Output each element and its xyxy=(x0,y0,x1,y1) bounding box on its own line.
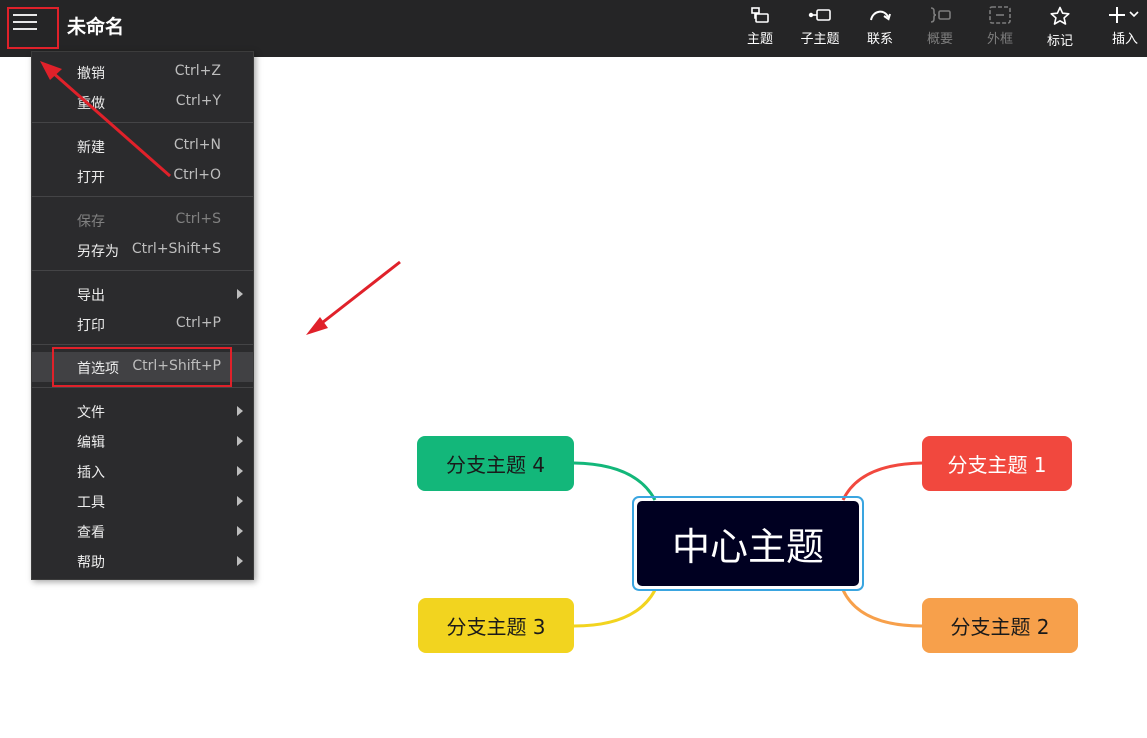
annotation-arrow-head xyxy=(306,317,328,335)
marker-label: 标记 xyxy=(1046,34,1073,49)
relationship-icon xyxy=(870,10,891,21)
branch-topic-4[interactable]: 分支主题 4 xyxy=(417,436,574,491)
star-icon xyxy=(1050,6,1070,25)
menu-item-shortcut: Ctrl+Z xyxy=(174,63,221,79)
summary-label: 概要 xyxy=(926,32,953,47)
top-toolbar: 未命名 主题 子主题 联系 概要 外 xyxy=(0,0,1147,57)
menu-divider xyxy=(32,122,253,123)
menu-item-shortcut: Ctrl+Shift+P xyxy=(132,358,221,374)
menu-item-edit[interactable]: 编辑 xyxy=(32,426,253,456)
menu-item-export[interactable]: 导出 xyxy=(32,279,253,309)
summary-icon xyxy=(930,7,951,23)
insert-label: 插入 xyxy=(1111,32,1138,47)
marker-button[interactable]: 标记 xyxy=(1032,4,1088,52)
central-topic[interactable]: 中心主题 xyxy=(632,496,864,591)
menu-divider xyxy=(32,270,253,271)
relationship-button[interactable]: 联系 xyxy=(852,4,908,52)
submenu-arrow-icon xyxy=(237,556,243,566)
submenu-arrow-icon xyxy=(237,436,243,446)
menu-item-label: 插入 xyxy=(77,465,105,481)
menu-item-label: 文件 xyxy=(77,405,105,421)
menu-item-label: 另存为 xyxy=(77,244,119,260)
menu-item-undo[interactable]: 撤销 Ctrl+Z xyxy=(32,57,253,87)
menu-item-label: 新建 xyxy=(77,140,105,156)
menu-item-label: 保存 xyxy=(77,214,105,230)
plus-icon xyxy=(1109,7,1139,23)
menu-item-shortcut: Ctrl+O xyxy=(173,167,221,183)
menu-item-label: 查看 xyxy=(77,525,105,541)
main-menu: 撤销 Ctrl+Z 重做 Ctrl+Y 新建 Ctrl+N 打开 Ctrl+O … xyxy=(31,51,254,580)
menu-icon[interactable] xyxy=(13,14,37,34)
menu-item-help[interactable]: 帮助 xyxy=(32,546,253,576)
menu-item-file[interactable]: 文件 xyxy=(32,396,253,426)
boundary-label: 外框 xyxy=(986,32,1013,47)
menu-item-label: 首选项 xyxy=(77,361,119,377)
menu-divider xyxy=(32,387,253,388)
menu-item-open[interactable]: 打开 Ctrl+O xyxy=(32,161,253,191)
branch-topic-1[interactable]: 分支主题 1 xyxy=(922,436,1072,491)
annotation-arrow-head xyxy=(40,61,62,80)
branch-topic-2[interactable]: 分支主题 2 xyxy=(922,598,1078,653)
annotation-arrow-line xyxy=(317,260,401,328)
menu-item-new[interactable]: 新建 Ctrl+N xyxy=(32,131,253,161)
boundary-icon xyxy=(989,6,1011,24)
menu-item-save-as[interactable]: 另存为 Ctrl+Shift+S xyxy=(32,235,253,265)
submenu-arrow-icon xyxy=(237,496,243,506)
annotation-box-menu xyxy=(7,7,59,49)
menu-divider xyxy=(32,344,253,345)
menu-item-label: 打印 xyxy=(77,318,105,334)
document-title[interactable]: 未命名 xyxy=(67,16,125,38)
boundary-button[interactable]: 外框 xyxy=(972,4,1028,52)
menu-item-label: 导出 xyxy=(77,288,105,304)
central-topic-label: 中心主题 xyxy=(637,501,859,586)
branch-topic-3[interactable]: 分支主题 3 xyxy=(418,598,574,653)
menu-item-shortcut: Ctrl+N xyxy=(173,137,221,153)
menu-item-shortcut: Ctrl+Y xyxy=(175,93,221,109)
annotation-arrow-line xyxy=(51,70,171,178)
topic-icon xyxy=(751,7,769,23)
submenu-arrow-icon xyxy=(237,466,243,476)
insert-button[interactable]: 插入 xyxy=(1097,4,1147,52)
menu-item-label: 打开 xyxy=(77,170,105,186)
menu-item-insert[interactable]: 插入 xyxy=(32,456,253,486)
menu-item-view[interactable]: 查看 xyxy=(32,516,253,546)
subtopic-icon xyxy=(808,9,831,21)
menu-item-tools[interactable]: 工具 xyxy=(32,486,253,516)
menu-item-label: 工具 xyxy=(77,495,105,511)
menu-item-shortcut: Ctrl+Shift+S xyxy=(131,241,221,257)
subtopic-label: 子主题 xyxy=(800,32,840,47)
relationship-label: 联系 xyxy=(866,32,893,47)
topic-button[interactable]: 主题 xyxy=(732,4,788,52)
annotation-box-preferences xyxy=(52,347,232,387)
submenu-arrow-icon xyxy=(237,289,243,299)
subtopic-button[interactable]: 子主题 xyxy=(792,4,848,52)
topic-label: 主题 xyxy=(746,32,773,47)
submenu-arrow-icon xyxy=(237,406,243,416)
menu-item-label: 编辑 xyxy=(77,435,105,451)
menu-divider xyxy=(32,196,253,197)
menu-item-preferences[interactable]: 首选项 Ctrl+Shift+P xyxy=(32,352,253,382)
menu-item-save[interactable]: 保存 Ctrl+S xyxy=(32,205,253,235)
menu-item-shortcut: Ctrl+S xyxy=(175,211,221,227)
submenu-arrow-icon xyxy=(237,526,243,536)
menu-item-print[interactable]: 打印 Ctrl+P xyxy=(32,309,253,339)
menu-item-label: 撤销 xyxy=(77,66,105,82)
summary-button[interactable]: 概要 xyxy=(912,4,968,52)
menu-item-shortcut: Ctrl+P xyxy=(175,315,221,331)
menu-item-label: 帮助 xyxy=(77,555,105,571)
